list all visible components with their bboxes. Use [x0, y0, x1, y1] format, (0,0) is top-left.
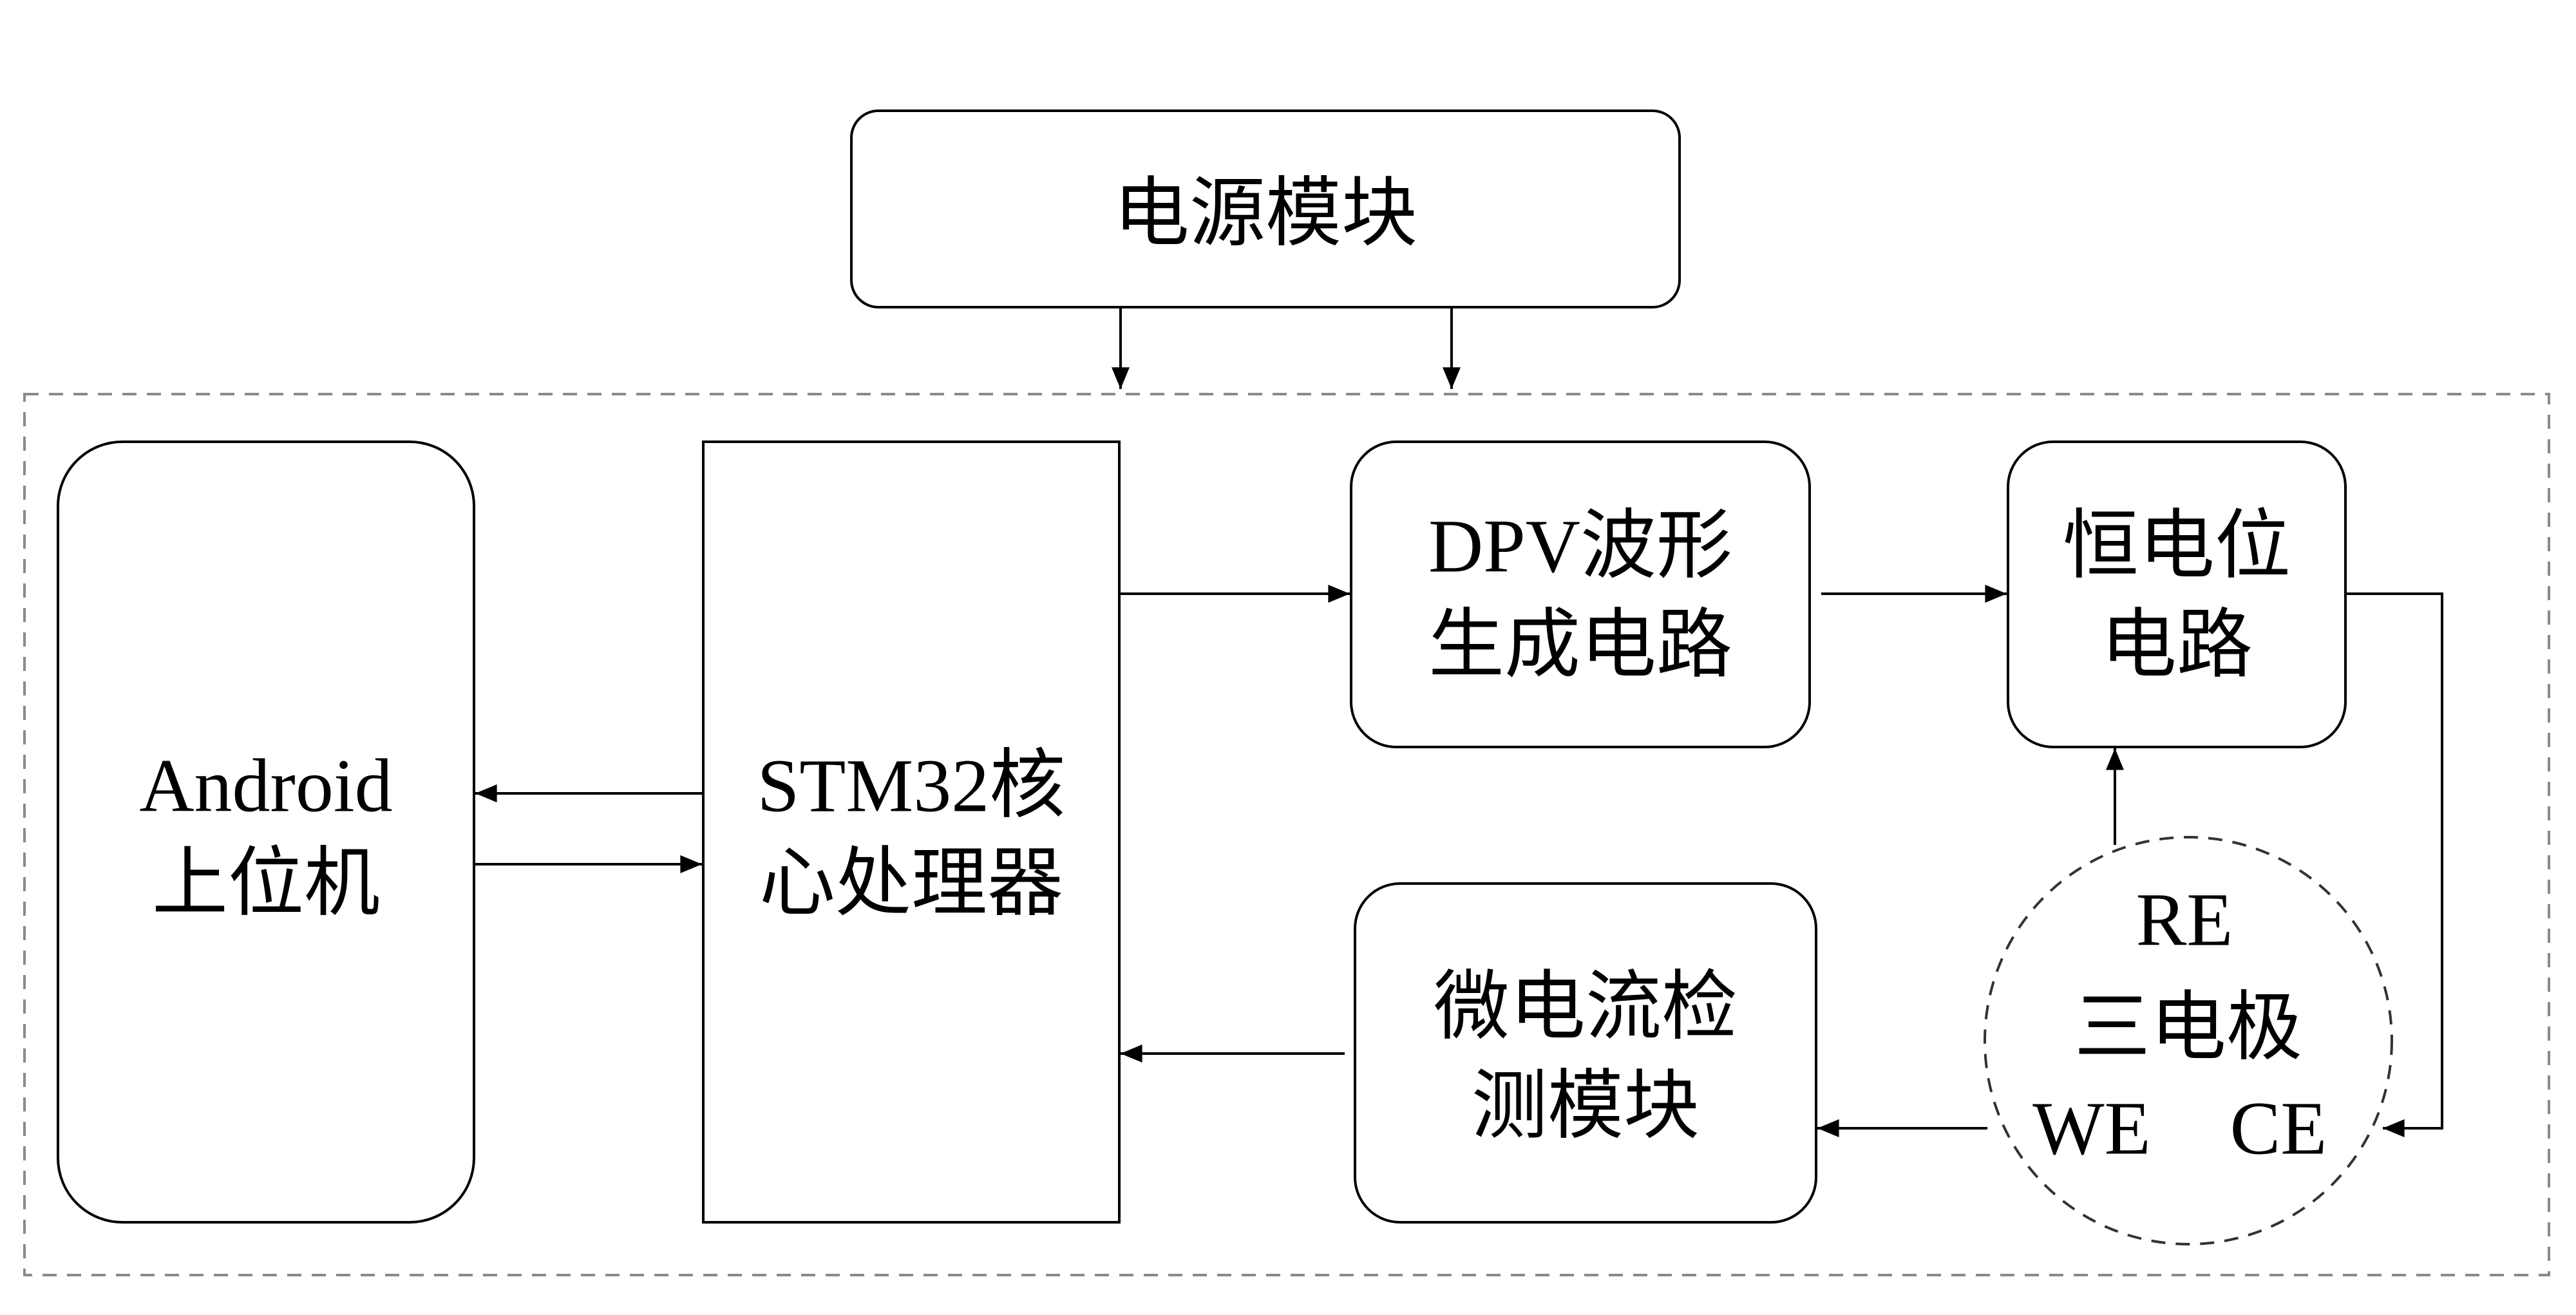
- electrode-title-label: 三电极: [2074, 986, 2302, 1070]
- potentiostat-label-line2: 电路: [2101, 603, 2253, 688]
- stm32-processor-label-line2: 心处理器: [759, 842, 1063, 926]
- three-electrode-node: RE 三电极 WE CE: [1984, 836, 2393, 1245]
- current-detection-label-line2: 测模块: [1472, 1064, 1700, 1149]
- power-module-node: 电源模块: [850, 109, 1681, 308]
- electrode-ce-label: CE: [2230, 1086, 2327, 1171]
- potentiostat-label-line1: 恒电位: [2063, 504, 2291, 589]
- electrode-we-label: WE: [2032, 1086, 2150, 1171]
- edge-potentiostat-to-ce: [2345, 592, 2443, 1137]
- android-host-label-line2: 上位机: [152, 842, 380, 926]
- electrode-re-label: RE: [2136, 878, 2233, 962]
- current-detection-label-line1: 微电流检: [1434, 965, 1738, 1050]
- dpv-generator-node: DPV波形 生成电路: [1350, 440, 1811, 748]
- potentiostat-node: 恒电位 电路: [2007, 440, 2347, 748]
- stm32-processor-node: STM32核 心处理器: [702, 440, 1121, 1224]
- stm32-processor-label-line1: STM32核: [757, 744, 1066, 828]
- current-detection-node: 微电流检 测模块: [1354, 882, 1817, 1224]
- power-module-label: 电源模块: [1113, 172, 1417, 256]
- android-host-node: Android 上位机: [57, 440, 475, 1224]
- android-host-label-line1: Android: [139, 744, 392, 828]
- dpv-generator-label-line1: DPV波形: [1428, 504, 1732, 589]
- dpv-generator-label-line2: 生成电路: [1428, 603, 1732, 688]
- system-boundary: [23, 393, 2550, 1276]
